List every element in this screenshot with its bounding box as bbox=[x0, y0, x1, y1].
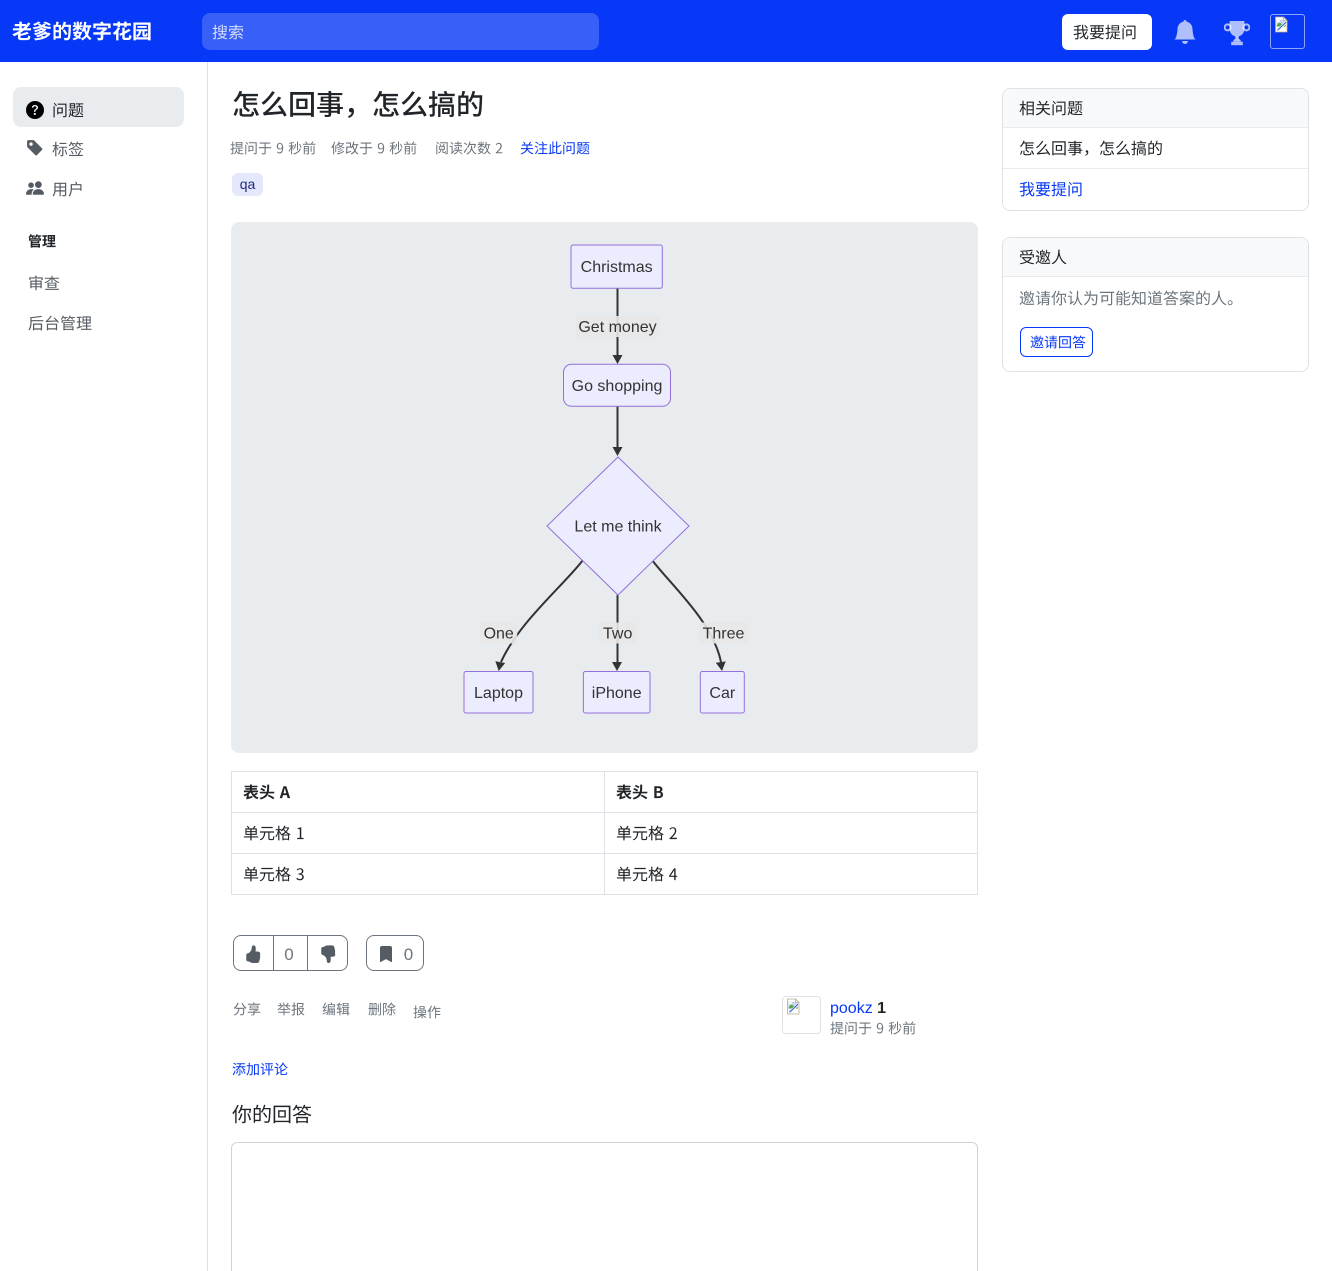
svg-text:Car: Car bbox=[709, 685, 735, 702]
svg-text:Go shopping: Go shopping bbox=[572, 378, 663, 395]
svg-text:Get money: Get money bbox=[578, 319, 656, 336]
svg-text:Two: Two bbox=[603, 626, 632, 643]
svg-text:Laptop: Laptop bbox=[474, 685, 523, 702]
svg-text:iPhone: iPhone bbox=[592, 685, 642, 702]
svg-text:Three: Three bbox=[703, 626, 745, 643]
svg-text:Christmas: Christmas bbox=[581, 259, 653, 276]
svg-text:Let me think: Let me think bbox=[574, 519, 662, 536]
svg-text:One: One bbox=[484, 626, 514, 643]
